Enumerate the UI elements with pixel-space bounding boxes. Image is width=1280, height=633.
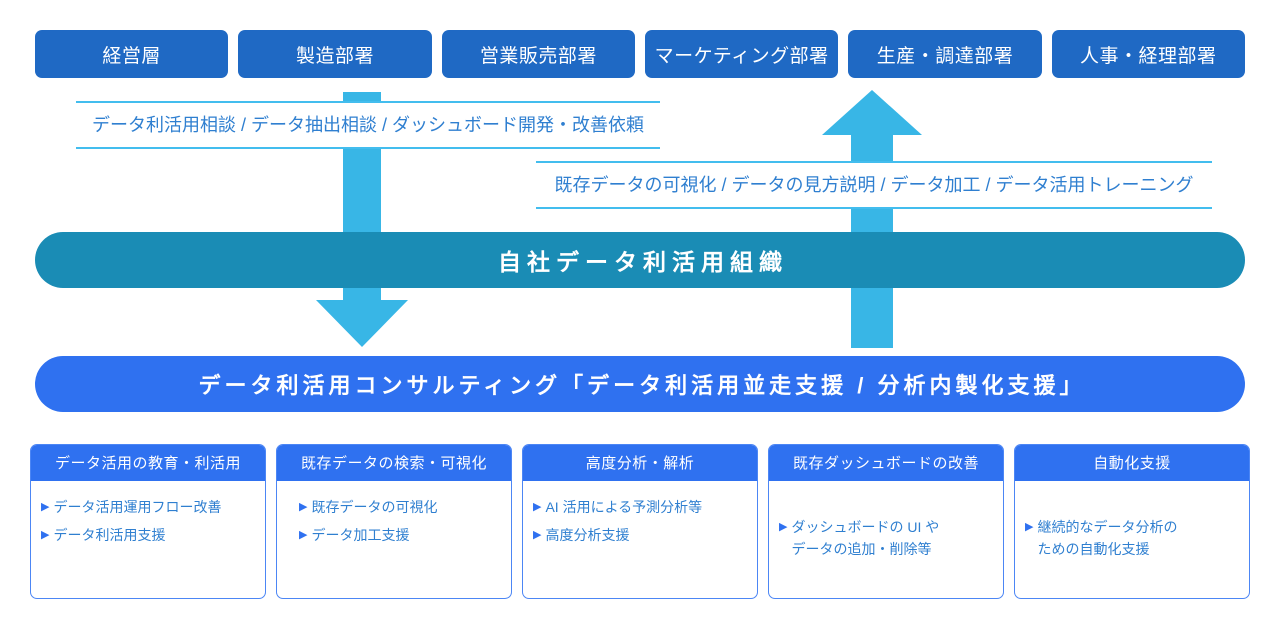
triangle-bullet-icon: ▶ bbox=[533, 501, 542, 513]
organization-band: 自社データ利活用組織 bbox=[35, 232, 1245, 288]
list-item-label: AI 活用による予測分析等 bbox=[545, 499, 703, 515]
triangle-bullet-icon: ▶ bbox=[299, 528, 308, 541]
annotation-upward-services: 既存データの可視化 / データの見方説明 / データ加工 / データ活用トレーニ… bbox=[536, 161, 1212, 209]
list-item: ▶ データ活用運用フロー改善 bbox=[41, 497, 255, 519]
list-item-label: ダッシュボードの UI やデータの追加・削除等 bbox=[791, 518, 940, 557]
department-box-marketing[interactable]: マーケティング部署 bbox=[644, 30, 839, 78]
department-box-jinji-keiri[interactable]: 人事・経理部署 bbox=[1051, 30, 1245, 78]
service-card-title: 既存データの検索・可視化 bbox=[277, 445, 511, 481]
service-card-body: ▶ 継続的なデータ分析のための自動化支援 bbox=[1015, 481, 1249, 598]
department-label: 製造部署 bbox=[295, 45, 374, 67]
organization-band-label: 自社データ利活用組織 bbox=[498, 249, 788, 275]
annotation-downward-requests: データ利活用相談 / データ抽出相談 / ダッシュボード開発・改善依頼 bbox=[76, 101, 660, 149]
triangle-bullet-icon: ▶ bbox=[1025, 520, 1034, 533]
service-card-body: ▶ AI 活用による予測分析等 ▶ 高度分析支援 bbox=[523, 481, 757, 598]
service-card-row: データ活用の教育・利活用 ▶ データ活用運用フロー改善 ▶ データ利活用支援 既… bbox=[30, 444, 1250, 599]
list-item: ▶ 既存データの可視化 bbox=[299, 497, 501, 519]
list-item-label: データ加工支援 bbox=[311, 526, 410, 543]
service-card-search-visualization[interactable]: 既存データの検索・可視化 ▶ 既存データの可視化 ▶ データ加工支援 bbox=[276, 444, 512, 599]
triangle-bullet-icon: ▶ bbox=[533, 528, 542, 541]
list-item-label: データ利活用支援 bbox=[53, 526, 166, 543]
triangle-bullet-icon: ▶ bbox=[299, 501, 308, 513]
service-card-automation[interactable]: 自動化支援 ▶ 継続的なデータ分析のための自動化支援 bbox=[1014, 444, 1250, 599]
department-box-keieiso[interactable]: 経営層 bbox=[35, 30, 229, 78]
department-label: マーケティング部署 bbox=[654, 45, 829, 67]
department-box-eigyo[interactable]: 営業販売部署 bbox=[441, 30, 635, 78]
department-label: 営業販売部署 bbox=[479, 45, 597, 67]
service-card-title: データ活用の教育・利活用 bbox=[31, 445, 265, 481]
triangle-bullet-icon: ▶ bbox=[779, 520, 788, 533]
list-item-label: 既存データの可視化 bbox=[311, 499, 438, 515]
service-card-body: ▶ 既存データの可視化 ▶ データ加工支援 bbox=[277, 481, 511, 598]
list-item: ▶ AI 活用による予測分析等 bbox=[533, 497, 747, 519]
service-card-body: ▶ データ活用運用フロー改善 ▶ データ利活用支援 bbox=[31, 481, 265, 598]
department-label: 人事・経理部署 bbox=[1080, 45, 1217, 67]
triangle-bullet-icon: ▶ bbox=[41, 501, 50, 513]
service-card-body: ▶ ダッシュボードの UI やデータの追加・削除等 bbox=[769, 481, 1003, 598]
service-card-title: 高度分析・解析 bbox=[523, 445, 757, 481]
list-item-label: 高度分析支援 bbox=[545, 526, 630, 543]
consulting-band: データ利活用コンサルティング「データ利活用並走支援 / 分析内製化支援」 bbox=[35, 356, 1245, 412]
list-item: ▶ ダッシュボードの UI やデータの追加・削除等 bbox=[779, 517, 993, 560]
department-label: 生産・調達部署 bbox=[876, 45, 1014, 67]
department-row: 経営層 製造部署 営業販売部署 マーケティング部署 生産・調達部署 人事・経理部… bbox=[35, 30, 1245, 78]
arrow-down-icon bbox=[316, 92, 408, 347]
consulting-band-label: データ利活用コンサルティング「データ利活用並走支援 / 分析内製化支援」 bbox=[198, 373, 1086, 398]
list-item: ▶ 継続的なデータ分析のための自動化支援 bbox=[1025, 517, 1239, 560]
department-label: 経営層 bbox=[102, 45, 161, 67]
service-card-advanced-analysis[interactable]: 高度分析・解析 ▶ AI 活用による予測分析等 ▶ 高度分析支援 bbox=[522, 444, 758, 599]
list-item-label: 継続的なデータ分析のための自動化支援 bbox=[1037, 518, 1178, 557]
list-item: ▶ 高度分析支援 bbox=[533, 525, 747, 547]
triangle-bullet-icon: ▶ bbox=[41, 528, 50, 541]
service-card-title: 既存ダッシュボードの改善 bbox=[769, 445, 1003, 481]
list-item: ▶ データ利活用支援 bbox=[41, 525, 255, 547]
list-item: ▶ データ加工支援 bbox=[299, 525, 501, 547]
list-item-label: データ活用運用フロー改善 bbox=[53, 499, 222, 515]
arrow-up-icon bbox=[822, 90, 922, 348]
department-box-seisan-chotatsu[interactable]: 生産・調達部署 bbox=[848, 30, 1042, 78]
service-card-title: 自動化支援 bbox=[1015, 445, 1249, 481]
annotation-upward-text: 既存データの可視化 / データの見方説明 / データ加工 / データ活用トレーニ… bbox=[536, 163, 1212, 207]
department-box-seizo[interactable]: 製造部署 bbox=[238, 30, 432, 78]
service-card-dashboard-improvement[interactable]: 既存ダッシュボードの改善 ▶ ダッシュボードの UI やデータの追加・削除等 bbox=[768, 444, 1004, 599]
service-card-education[interactable]: データ活用の教育・利活用 ▶ データ活用運用フロー改善 ▶ データ利活用支援 bbox=[30, 444, 266, 599]
annotation-downward-text: データ利活用相談 / データ抽出相談 / ダッシュボード開発・改善依頼 bbox=[76, 103, 660, 147]
